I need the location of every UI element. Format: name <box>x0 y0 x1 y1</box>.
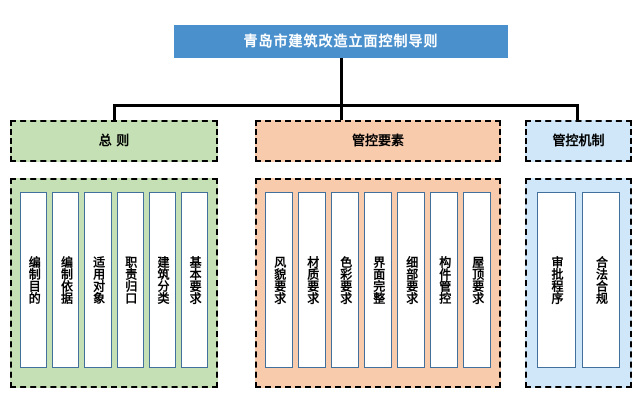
leaf-node[interactable]: 合法合规 <box>581 192 620 368</box>
connector-horizontal-bar <box>113 104 577 107</box>
leaf-node[interactable]: 基本要求 <box>180 192 209 368</box>
leaf-node[interactable]: 细部要求 <box>397 192 425 368</box>
group-body-general-principles: 编制目的 编制依据 适用对象 职责归口 建筑分类 基本要求 <box>10 178 218 388</box>
connector-trunk-vertical <box>340 58 343 105</box>
connector-drop-general-principles <box>113 104 116 121</box>
leaf-node-label: 细部要求 <box>404 256 419 304</box>
leaf-node[interactable]: 界面完整 <box>364 192 392 368</box>
group-body-control-mechanism: 审批程序 合法合规 <box>525 178 632 388</box>
group-header-label: 管控要素 <box>351 133 404 149</box>
leaf-node-label: 风貌要求 <box>272 256 287 304</box>
group-header-label: 总 则 <box>98 133 130 149</box>
leaf-node-label: 编制目的 <box>27 256 42 304</box>
connector-drop-control-mechanism <box>576 104 579 121</box>
connector-drop-control-elements <box>340 104 343 121</box>
leaf-node[interactable]: 编制依据 <box>52 192 80 368</box>
leaf-node-label: 审批程序 <box>549 256 564 304</box>
group-body-control-elements: 风貌要求 材质要求 色彩要求 界面完整 细部要求 构件管控 屋顶要求 <box>255 178 501 388</box>
group-header-control-elements[interactable]: 管控要素 <box>255 120 501 162</box>
leaf-node-label: 职责归口 <box>123 256 138 304</box>
leaf-node-label: 适用对象 <box>91 256 106 304</box>
leaf-node-label: 色彩要求 <box>338 256 353 304</box>
leaf-node[interactable]: 构件管控 <box>430 192 458 368</box>
leaf-node[interactable]: 色彩要求 <box>331 192 359 368</box>
leaf-node[interactable]: 适用对象 <box>84 192 112 368</box>
group-header-control-mechanism[interactable]: 管控机制 <box>525 120 632 162</box>
leaf-node[interactable]: 审批程序 <box>537 192 576 368</box>
leaf-node[interactable]: 风貌要求 <box>265 192 293 368</box>
leaf-node[interactable]: 职责归口 <box>116 192 144 368</box>
leaf-node-label: 构件管控 <box>437 256 452 304</box>
root-node-label: 青岛市建筑改造立面控制导则 <box>243 33 439 50</box>
leaf-node[interactable]: 建筑分类 <box>148 192 176 368</box>
leaf-node-label: 基本要求 <box>188 256 203 304</box>
leaf-node[interactable]: 材质要求 <box>298 192 326 368</box>
group-header-label: 管控机制 <box>552 133 605 149</box>
leaf-node-label: 屋顶要求 <box>470 256 485 304</box>
leaf-node-label: 界面完整 <box>371 256 386 304</box>
leaf-node-label: 建筑分类 <box>155 256 170 304</box>
group-header-general-principles[interactable]: 总 则 <box>10 120 218 162</box>
leaf-node[interactable]: 编制目的 <box>19 192 48 368</box>
leaf-node[interactable]: 屋顶要求 <box>463 192 491 368</box>
leaf-node-label: 合法合规 <box>594 256 609 304</box>
leaf-node-label: 材质要求 <box>305 256 320 304</box>
root-node[interactable]: 青岛市建筑改造立面控制导则 <box>174 25 508 58</box>
leaf-node-label: 编制依据 <box>59 256 74 304</box>
